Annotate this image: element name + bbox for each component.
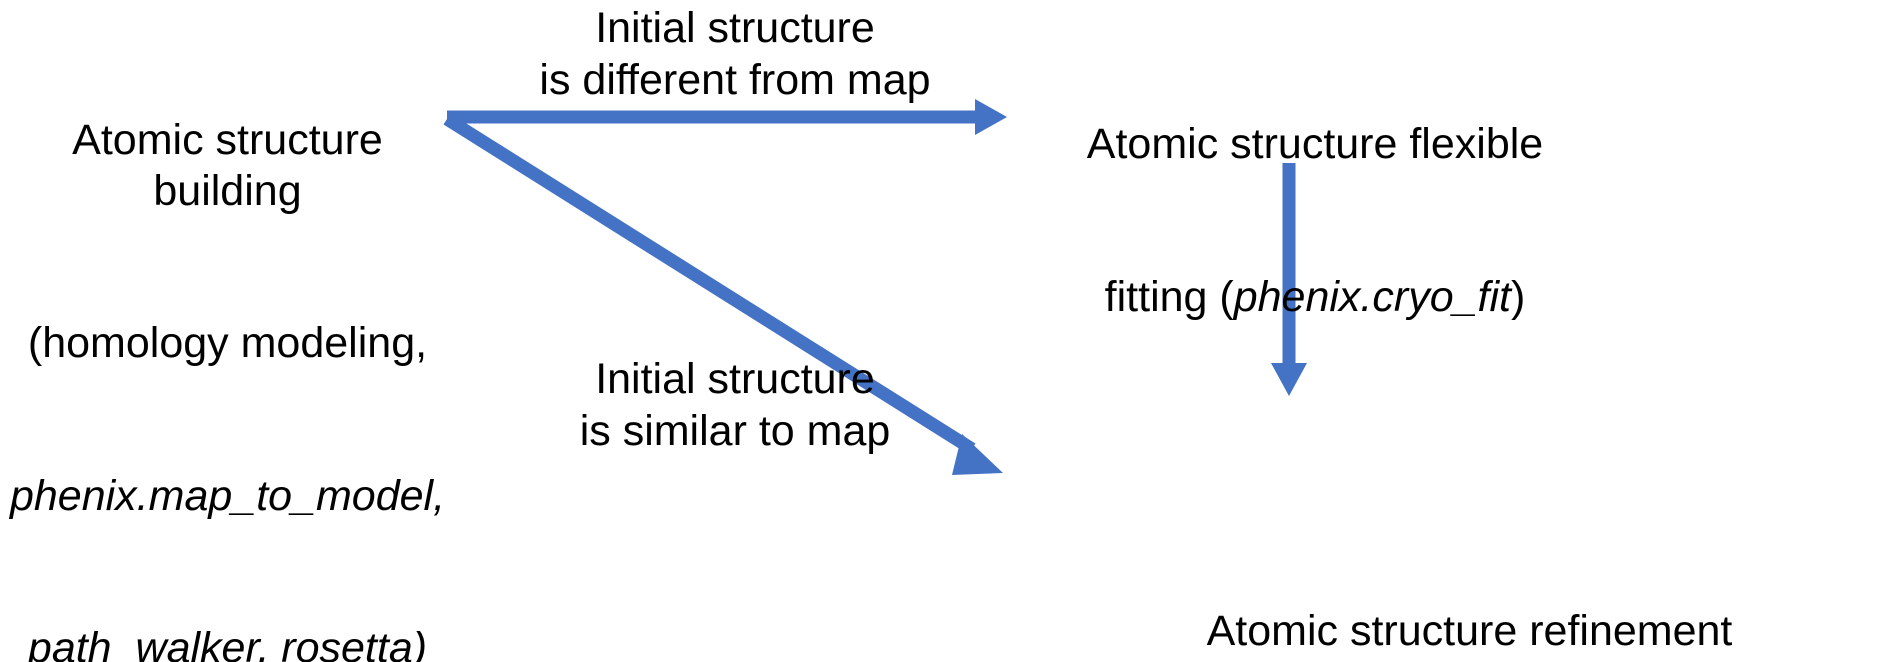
node-build-line-3: phenix.map_to_model, [9, 471, 446, 520]
edge-label-is-different-from-map: Initial structure is different from map [520, 2, 950, 107]
edge-label-different-line-1: Initial structure [595, 4, 875, 52]
node-fitting-program-name: phenix.cryo_fit [1233, 272, 1511, 321]
node-build-line-1: Atomic structure building [72, 116, 395, 216]
node-refine-line-1: Atomic structure refinement [1206, 607, 1733, 656]
node-fitting-line-1: Atomic structure flexible [1086, 120, 1544, 169]
node-atomic-structure-refinement: Atomic structure refinement (phenix.real… [1055, 505, 1884, 662]
arrow-fitting-to-refinement [1271, 163, 1307, 396]
arrow-building-to-fitting [447, 99, 1007, 135]
edge-label-similar-line-1: Initial structure [595, 355, 875, 403]
edge-label-similar-line-2: is similar to map [579, 407, 891, 456]
node-build-line-2: (homology modeling, [27, 319, 428, 368]
node-build-line-4: path_walker, rosetta) [0, 623, 455, 662]
node-fitting-line-2: fitting (phenix.cryo_fit) [1075, 272, 1555, 323]
node-fitting-suffix: ) [1510, 272, 1526, 321]
node-build-line-4-italic: path_walker, rosetta) [27, 623, 428, 662]
node-fitting-prefix: fitting ( [1104, 272, 1234, 321]
node-atomic-structure-flexible-fitting: Atomic structure flexible fitting (pheni… [1075, 18, 1555, 424]
arrow-building-to-refinement [443, 113, 1003, 475]
node-atomic-structure-building: Atomic structure building (homology mode… [0, 14, 455, 662]
edge-label-is-similar-to-map: Initial structure is similar to map [520, 353, 950, 458]
edge-label-different-line-2: is different from map [539, 56, 931, 105]
